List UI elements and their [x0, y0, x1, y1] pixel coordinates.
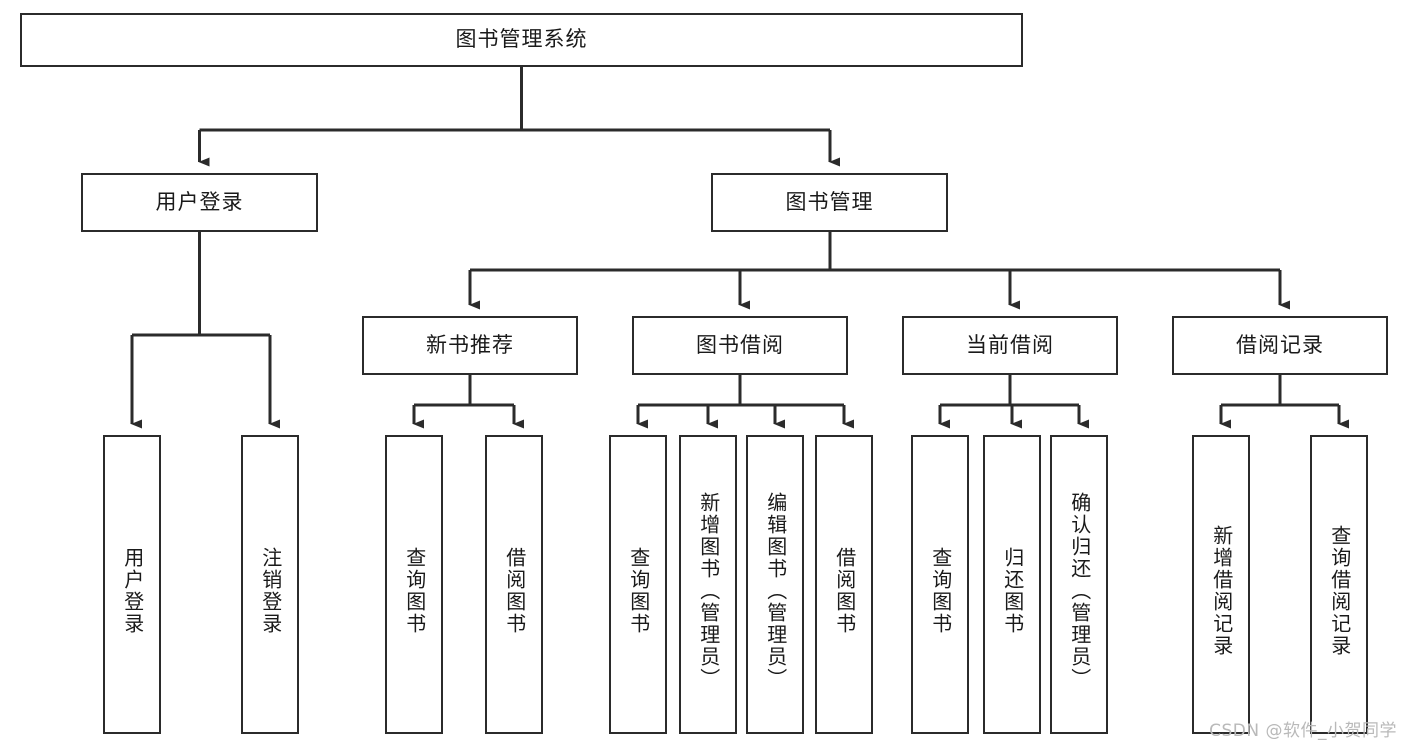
leaf-borrow-book[interactable]: 借阅图书: [815, 435, 873, 734]
csdn-watermark: CSDN @软件_小贺同学: [1209, 721, 1397, 741]
leaf-user-login-label: 用户登录: [120, 547, 145, 635]
leaf-return-book[interactable]: 归还图书: [983, 435, 1041, 734]
node-current-borrow[interactable]: 当前借阅: [902, 316, 1118, 375]
node-book-borrow-label: 图书借阅: [696, 332, 784, 357]
node-borrow-record-label: 借阅记录: [1236, 332, 1324, 357]
leaf-logout-label: 注销登录: [258, 547, 283, 635]
node-borrow-record[interactable]: 借阅记录: [1172, 316, 1388, 375]
leaf-add-book-admin[interactable]: 新增图书（管理员）: [679, 435, 737, 734]
leaf-add-book-admin-label: 新增图书（管理员）: [696, 492, 721, 690]
node-user-login[interactable]: 用户登录: [81, 173, 318, 232]
leaf-query-book-rec[interactable]: 查询图书: [385, 435, 443, 734]
leaf-logout[interactable]: 注销登录: [241, 435, 299, 734]
leaf-confirm-return-admin[interactable]: 确认归还（管理员）: [1050, 435, 1108, 734]
node-root-system[interactable]: 图书管理系统: [20, 13, 1023, 67]
leaf-borrow-book-label: 借阅图书: [832, 547, 857, 635]
node-book-management[interactable]: 图书管理: [711, 173, 948, 232]
leaf-add-borrow-record-label: 新增借阅记录: [1209, 525, 1234, 657]
leaf-query-book-rec-label: 查询图书: [402, 547, 427, 635]
leaf-confirm-return-admin-label: 确认归还（管理员）: [1067, 492, 1092, 690]
leaf-query-book-borrow[interactable]: 查询图书: [609, 435, 667, 734]
leaf-query-book-borrow-label: 查询图书: [626, 547, 651, 635]
leaf-query-borrow-record[interactable]: 查询借阅记录: [1310, 435, 1368, 734]
node-book-management-label: 图书管理: [785, 189, 874, 214]
node-current-borrow-label: 当前借阅: [966, 332, 1054, 357]
leaf-borrow-book-rec-label: 借阅图书: [502, 547, 527, 635]
leaf-query-book-current-label: 查询图书: [928, 547, 953, 635]
leaf-user-login[interactable]: 用户登录: [103, 435, 161, 734]
node-user-login-label: 用户登录: [155, 189, 244, 214]
leaf-return-book-label: 归还图书: [1000, 547, 1025, 635]
node-root-label: 图书管理系统: [455, 27, 588, 52]
leaf-edit-book-admin[interactable]: 编辑图书（管理员）: [746, 435, 804, 734]
node-new-book-recommend[interactable]: 新书推荐: [362, 316, 578, 375]
node-book-borrow[interactable]: 图书借阅: [632, 316, 848, 375]
leaf-add-borrow-record[interactable]: 新增借阅记录: [1192, 435, 1250, 734]
node-new-book-recommend-label: 新书推荐: [426, 332, 514, 357]
leaf-edit-book-admin-label: 编辑图书（管理员）: [763, 492, 788, 690]
leaf-query-borrow-record-label: 查询借阅记录: [1327, 525, 1352, 657]
leaf-query-book-current[interactable]: 查询图书: [911, 435, 969, 734]
leaf-borrow-book-rec[interactable]: 借阅图书: [485, 435, 543, 734]
